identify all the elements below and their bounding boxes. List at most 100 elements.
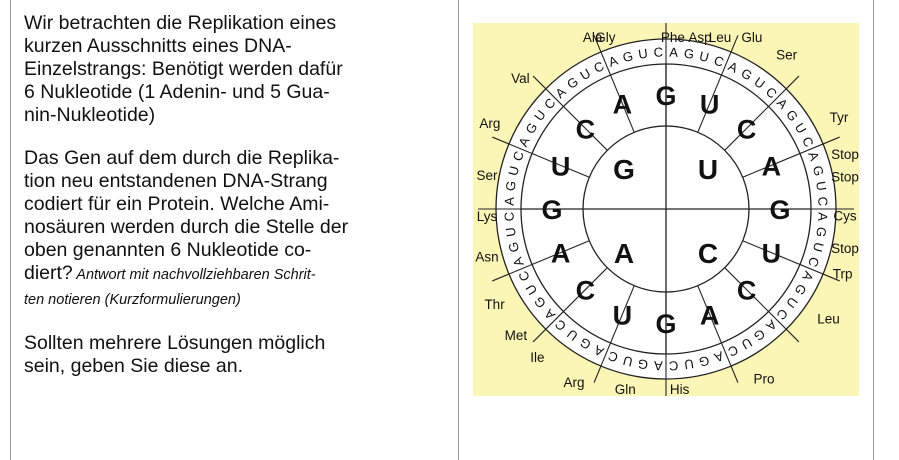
middle-base-letter: U — [551, 151, 571, 181]
middle-base-letter: G — [655, 309, 676, 339]
middle-base-letter: U — [613, 300, 633, 330]
middle-base-letter: G — [541, 195, 562, 225]
answer-instruction: Antwort mit nachvollziehbaren Schrit- — [72, 267, 316, 283]
amino-acid-label: Arg — [479, 116, 500, 131]
middle-base-letter: A — [700, 300, 720, 330]
right-border — [873, 0, 874, 460]
amino-acid-label: Ile — [530, 350, 544, 365]
middle-base-letter: G — [769, 195, 790, 225]
middle-base-letter: U — [762, 239, 782, 269]
amino-acid-label: Ser — [476, 168, 498, 183]
question-line-1: Das Gen auf dem durch die Replika- — [24, 147, 340, 169]
intro-line-4: 6 Nukleotide (1 Adenin- und 5 Gua- — [24, 81, 330, 103]
hint-line-1: Sollten mehrere Lösungen möglich — [24, 332, 326, 354]
question-line-3: codiert für ein Protein. Welche Ami- — [24, 193, 330, 215]
intro-line-5: nin-Nukleotide) — [24, 104, 156, 126]
intro-line-3: Einzelstrangs: Benötigt werden dafür — [24, 58, 343, 80]
amino-acid-label: Met — [505, 328, 528, 343]
intro-line-1: Wir betrachten die Replikation eines — [24, 12, 337, 34]
outer-base-letter: G — [810, 164, 827, 177]
amino-acid-label: Trp — [833, 266, 853, 281]
amino-acid-label: Glu — [741, 30, 762, 45]
amino-acid-label: Stop — [831, 169, 859, 184]
answer-instruction-cont: ten notieren (Kurzformulierungen) — [24, 292, 241, 308]
outer-base-letter: C — [653, 44, 663, 59]
question-line-5: oben genannten 6 Nukleotide co- — [24, 239, 312, 261]
amino-acid-label: Stop — [831, 147, 859, 162]
middle-base-letter: G — [655, 81, 676, 111]
outer-base-letter: U — [503, 226, 519, 237]
inner-base-letter: C — [698, 238, 718, 269]
middle-base-letter: A — [762, 151, 782, 181]
amino-acid-label: Arg — [563, 375, 584, 390]
paragraph-question: Das Gen auf dem durch die Replika- tion … — [24, 147, 454, 312]
sector-divider — [492, 136, 590, 178]
amino-acid-label: Asp — [688, 30, 711, 45]
middle-base-letter: C — [576, 276, 596, 306]
amino-acid-label: Thr — [484, 297, 505, 312]
outer-base-letter: U — [683, 356, 694, 372]
inner-base-letter: A — [614, 238, 634, 269]
outer-base-letter: A — [501, 196, 516, 206]
amino-acid-label: Cys — [833, 209, 856, 224]
middle-base-letter: C — [737, 276, 757, 306]
outer-base-letter: A — [815, 212, 830, 222]
outer-base-letter: C — [815, 196, 830, 206]
amino-acid-label: Tyr — [830, 110, 849, 125]
task-text: Wir betrachten die Replikation eines kur… — [24, 12, 454, 378]
amino-acid-label: Gln — [615, 382, 636, 396]
sector-divider — [742, 136, 840, 178]
outer-base-letter: U — [698, 48, 711, 65]
amino-acid-label: Pro — [753, 372, 774, 387]
amino-acid-label: His — [670, 382, 690, 396]
middle-base-letter: C — [737, 114, 757, 144]
question-line-4: nosäuren werden durch die Stelle der — [24, 216, 349, 238]
outer-base-letter: G — [813, 226, 829, 238]
sector-divider — [593, 35, 635, 133]
outer-base-letter: C — [669, 358, 679, 373]
outer-base-letter: G — [637, 356, 649, 372]
amino-acid-label: Stop — [831, 241, 859, 256]
question-line-2: tion neu entstandenen DNA-Strang — [24, 170, 328, 192]
question-line-6: diert? — [24, 262, 73, 284]
outer-base-letter: U — [505, 164, 522, 177]
sector-divider — [724, 267, 800, 343]
sector-divider — [697, 285, 739, 383]
outer-base-letter: U — [810, 241, 827, 254]
sector-divider — [593, 285, 635, 383]
amino-acid-label: Gly — [595, 30, 616, 45]
outer-base-letter: G — [505, 240, 522, 253]
outer-base-letter: G — [503, 180, 519, 192]
amino-acid-label: Val — [511, 71, 530, 86]
paragraph-intro: Wir betrachten die Replikation eines kur… — [24, 12, 454, 127]
outer-base-letter: C — [501, 212, 516, 222]
hint-line-2: sein, geben Sie diese an. — [24, 355, 243, 377]
middle-base-letter: U — [700, 90, 720, 120]
amino-acid-label: Asn — [475, 249, 498, 264]
outer-base-letter: G — [621, 48, 634, 65]
paragraph-hint: Sollten mehrere Lösungen möglich sein, g… — [24, 332, 454, 378]
sector-divider — [532, 267, 608, 343]
sector-divider — [492, 240, 590, 282]
inner-base-letter: G — [613, 154, 635, 185]
middle-base-letter: A — [551, 239, 571, 269]
amino-acid-label: Leu — [709, 30, 732, 45]
amino-acid-label: Phe — [661, 30, 685, 45]
outer-base-letter: G — [683, 46, 695, 62]
left-border — [10, 0, 11, 460]
outer-base-letter: G — [697, 353, 710, 370]
outer-base-letter: A — [669, 44, 679, 59]
middle-base-letter: C — [576, 114, 596, 144]
amino-acid-label: Ala — [583, 30, 603, 45]
outer-base-letter: U — [637, 46, 648, 62]
amino-acid-label: Leu — [817, 312, 840, 327]
amino-acid-label: Ser — [776, 48, 798, 63]
column-divider — [458, 0, 459, 460]
intro-line-2: kurzen Ausschnitts eines DNA- — [24, 35, 292, 57]
outer-base-letter: U — [813, 180, 829, 191]
outer-base-letter: A — [653, 358, 663, 373]
sector-divider — [697, 35, 739, 133]
